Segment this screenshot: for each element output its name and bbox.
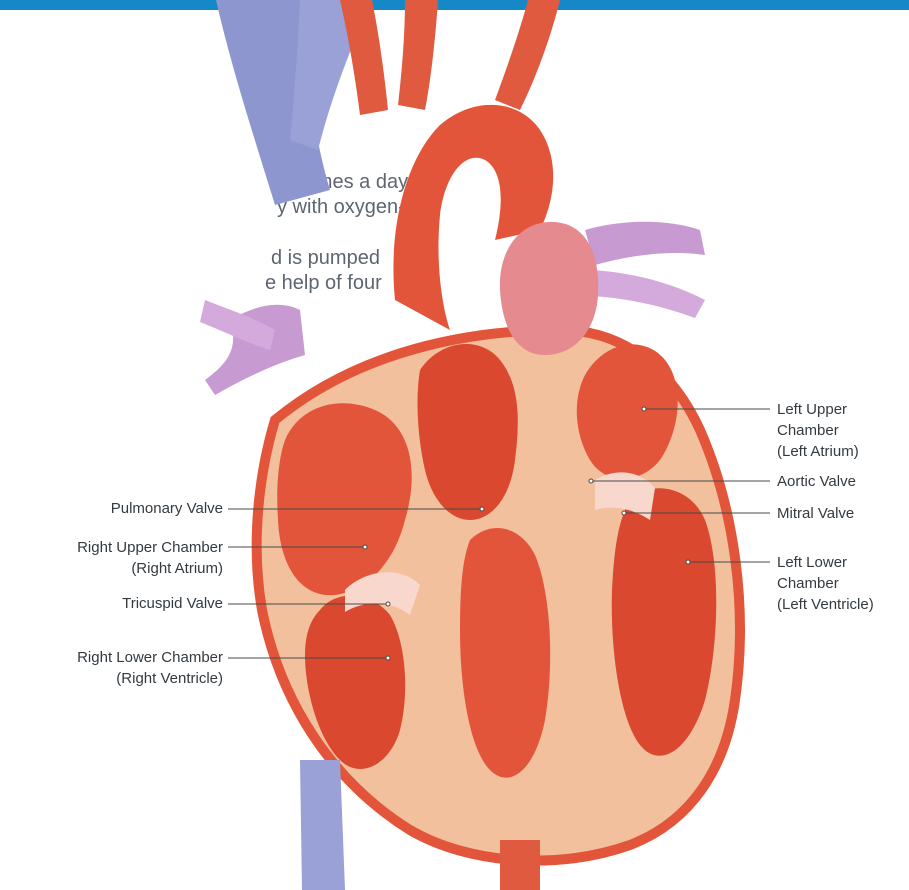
label-left-lower-chamber-line-3: (Left Ventricle) <box>777 594 874 615</box>
pulmonary-trunk <box>500 222 598 355</box>
label-left-lower-chamber-line-1: Left Lower <box>777 552 874 573</box>
label-mitral-valve-text: Mitral Valve <box>777 505 854 522</box>
descending-aorta <box>500 840 540 890</box>
inferior-vena-cava <box>300 760 345 890</box>
pin-pulmonary-valve <box>480 507 484 511</box>
pin-left-lower-chamber <box>686 560 690 564</box>
right-pulmonary-veins <box>585 222 705 265</box>
pin-mitral-valve <box>622 511 626 515</box>
label-right-lower-chamber-line-2: (Right Ventricle) <box>77 668 223 689</box>
label-tricuspid-valve-text: Tricuspid Valve <box>122 595 223 612</box>
label-right-lower-chamber-line-1: Right Lower Chamber <box>77 647 223 668</box>
pin-aortic-valve <box>589 479 593 483</box>
label-right-upper-chamber-line-2: (Right Atrium) <box>77 558 223 579</box>
label-aortic-valve: Aortic Valve <box>777 471 856 492</box>
pin-right-upper-chamber <box>363 545 367 549</box>
label-tricuspid-valve: Tricuspid Valve <box>122 593 223 614</box>
label-pulmonary-valve-text: Pulmonary Valve <box>111 500 223 517</box>
aorta-branch-2 <box>398 0 438 110</box>
right-pulmonary-veins-lower <box>590 270 705 318</box>
label-aortic-valve-text: Aortic Valve <box>777 473 856 490</box>
pin-left-upper-chamber <box>642 407 646 411</box>
pin-right-lower-chamber <box>386 656 390 660</box>
label-left-upper-chamber-line-1: Left Upper <box>777 399 859 420</box>
label-right-upper-chamber: Right Upper Chamber (Right Atrium) <box>77 537 223 579</box>
label-left-upper-chamber: Left Upper Chamber (Left Atrium) <box>777 399 859 462</box>
label-right-upper-chamber-line-1: Right Upper Chamber <box>77 537 223 558</box>
label-left-upper-chamber-line-3: (Left Atrium) <box>777 441 859 462</box>
label-left-upper-chamber-line-2: Chamber <box>777 420 859 441</box>
label-left-lower-chamber: Left Lower Chamber (Left Ventricle) <box>777 552 874 615</box>
label-right-lower-chamber: Right Lower Chamber (Right Ventricle) <box>77 647 223 689</box>
aorta-branch-3 <box>495 0 560 110</box>
label-left-lower-chamber-line-2: Chamber <box>777 573 874 594</box>
label-pulmonary-valve: Pulmonary Valve <box>111 498 223 519</box>
label-mitral-valve: Mitral Valve <box>777 503 854 524</box>
pin-tricuspid-valve <box>386 602 390 606</box>
